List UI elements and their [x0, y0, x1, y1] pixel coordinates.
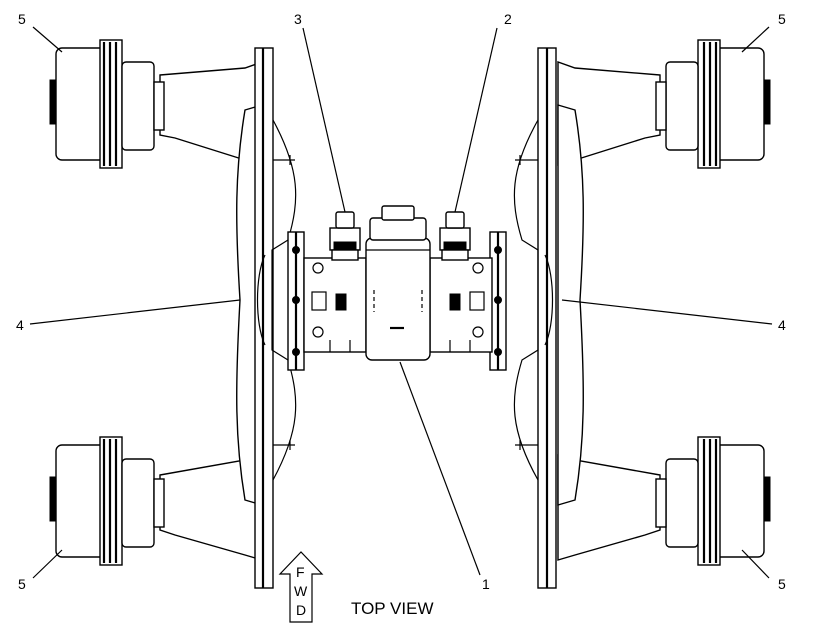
right-truck-beam	[489, 47, 661, 589]
fwd-letter-f: F	[296, 564, 305, 580]
leader-4-right	[561, 299, 773, 325]
callout-5-bottom-left: 5	[18, 576, 26, 592]
leader-1	[399, 361, 481, 576]
wheel-assembly-bottom-left	[49, 436, 165, 566]
left-truck-beam	[159, 47, 305, 589]
leader-5-top-left	[32, 26, 63, 53]
callout-5-top-right: 5	[778, 11, 786, 27]
callout-5-bottom-right: 5	[778, 576, 786, 592]
leader-5-bottom-right	[741, 549, 770, 579]
leader-2	[454, 27, 498, 213]
forward-arrow: F W D	[278, 551, 324, 623]
leader-lines	[29, 26, 773, 579]
wheel-assembly-bottom-right	[655, 436, 771, 566]
view-caption: TOP VIEW	[351, 599, 434, 618]
callout-4-right: 4	[778, 317, 786, 333]
fwd-letter-w: W	[294, 583, 308, 599]
callout-2: 2	[504, 11, 512, 27]
callout-4-left: 4	[16, 317, 24, 333]
callout-3: 3	[294, 11, 302, 27]
center-actuator-assembly	[303, 205, 493, 361]
callout-5-top-left: 5	[18, 11, 26, 27]
leader-4-left	[29, 299, 241, 325]
leader-3	[302, 27, 346, 213]
callout-labels: 5 3 2 5 4 4 5 1 5	[16, 11, 786, 592]
callout-1: 1	[482, 576, 490, 592]
leader-5-top-right	[741, 26, 770, 53]
wheel-assembly-top-left	[49, 39, 165, 169]
fwd-letter-d: D	[296, 602, 306, 618]
leader-5-bottom-left	[32, 549, 63, 579]
wheel-assembly-top-right	[655, 39, 771, 169]
